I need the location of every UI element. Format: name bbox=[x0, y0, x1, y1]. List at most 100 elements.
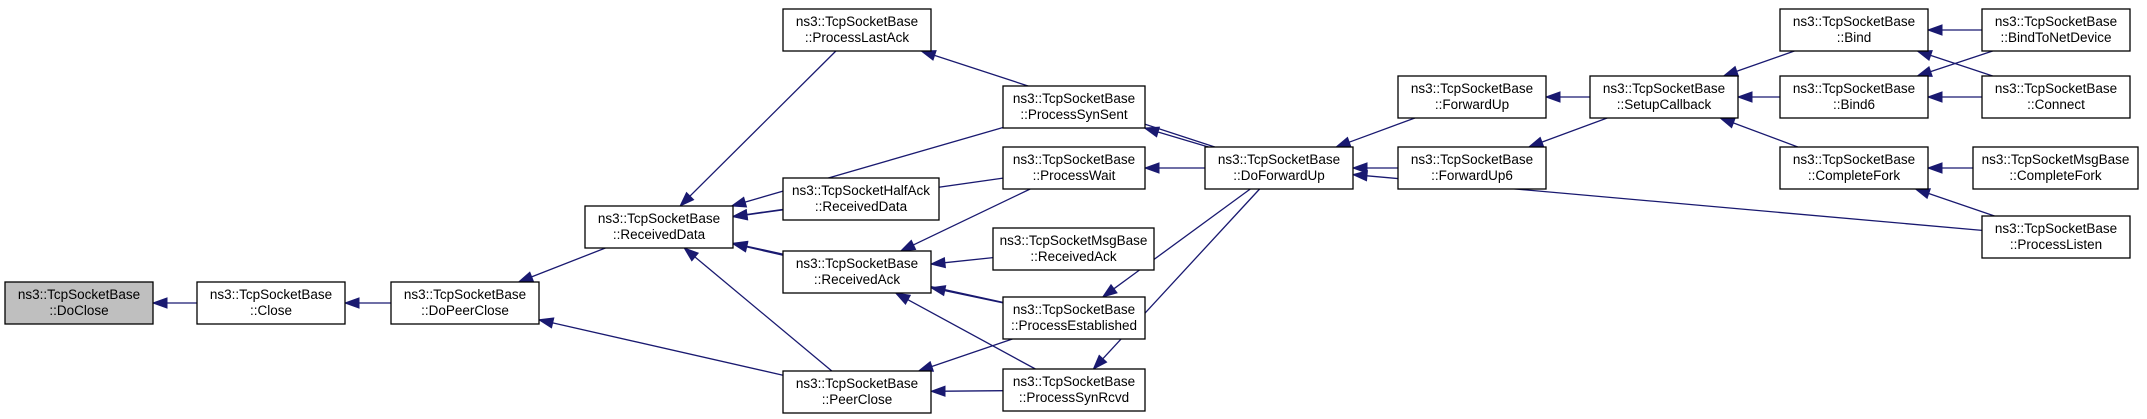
edge-DoForwardUp-to-ProcessWait bbox=[1143, 162, 1205, 174]
node-ProcessLastAck[interactable]: ns3::TcpSocketBase::ProcessLastAck bbox=[782, 8, 932, 52]
node-ReceivedAck[interactable]: ns3::TcpSocketBase::ReceivedAck bbox=[782, 250, 932, 294]
node-method-label: ::ForwardUp6 bbox=[1431, 168, 1513, 183]
edge-arrowhead bbox=[894, 292, 912, 305]
node-ProcessEstablished[interactable]: ns3::TcpSocketBase::ProcessEstablished bbox=[1002, 296, 1146, 340]
node-box bbox=[1002, 296, 1146, 340]
node-method-label: ::DoClose bbox=[49, 303, 108, 318]
node-ProcessSynSent[interactable]: ns3::TcpSocketBase::ProcessSynSent bbox=[1002, 85, 1146, 129]
node-box bbox=[1002, 368, 1146, 412]
edge-BindToNetDevice-to-Bind6 bbox=[1915, 50, 1993, 77]
edge-ProcessSynRcvd-to-ReceivedAck bbox=[894, 292, 1036, 370]
node-ProcessWait[interactable]: ns3::TcpSocketBase::ProcessWait bbox=[1002, 146, 1146, 190]
node-HalfAckReceivedData[interactable]: ns3::TcpSocketHalfAck::ReceivedData bbox=[782, 177, 940, 221]
edge-Close-to-DoClose bbox=[151, 297, 197, 309]
edge-Bind-to-SetupCallback bbox=[1722, 50, 1795, 77]
node-method-label: ::BindToNetDevice bbox=[2000, 30, 2111, 45]
node-method-label: ::ProcessSynRcvd bbox=[1019, 390, 1129, 405]
node-class-label: ns3::TcpSocketBase bbox=[1603, 81, 1725, 96]
node-class-label: ns3::TcpSocketBase bbox=[598, 211, 720, 226]
edge-ReceivedData-to-DoPeerClose bbox=[517, 247, 606, 283]
node-MsgBaseReceivedAck[interactable]: ns3::TcpSocketMsgBase::ReceivedAck bbox=[992, 227, 1155, 271]
edge-line bbox=[1928, 192, 1995, 217]
node-class-label: ns3::TcpSocketMsgBase bbox=[1000, 233, 1148, 248]
node-Close[interactable]: ns3::TcpSocketBase::Close bbox=[196, 281, 346, 325]
edge-arrowhead bbox=[929, 285, 947, 297]
edge-arrowhead bbox=[730, 196, 748, 208]
node-SetupCallback[interactable]: ns3::TcpSocketBase::SetupCallback bbox=[1589, 75, 1739, 119]
edge-DoForwardUp-to-ProcessSynRcvd bbox=[1092, 188, 1261, 371]
node-box bbox=[992, 227, 1155, 271]
node-method-label: ::ForwardUp bbox=[1435, 97, 1509, 112]
node-box bbox=[1397, 146, 1547, 190]
edge-arrowhead bbox=[1926, 24, 1943, 36]
node-method-label: ::Close bbox=[250, 303, 292, 318]
edge-ProcessEstablished-to-ReceivedAck bbox=[929, 285, 1004, 304]
edge-ForwardUp-to-DoForwardUp bbox=[1334, 117, 1416, 148]
edge-Bind6-to-SetupCallback bbox=[1736, 91, 1780, 103]
edge-ProcessEstablished-to-PeerClose bbox=[917, 338, 1013, 372]
node-class-label: ns3::TcpSocketBase bbox=[1995, 14, 2117, 29]
edge-line bbox=[1113, 188, 1251, 290]
edge-arrowhead bbox=[679, 191, 695, 208]
node-ReceivedData[interactable]: ns3::TcpSocketBase::ReceivedData bbox=[584, 205, 734, 249]
edge-arrowhead bbox=[683, 247, 700, 262]
node-box bbox=[782, 177, 940, 221]
edge-Connect-to-Bind bbox=[1915, 50, 1993, 77]
node-DoPeerClose[interactable]: ns3::TcpSocketBase::DoPeerClose bbox=[390, 281, 540, 325]
edge-ProcessListen-to-CompleteFork bbox=[1914, 188, 1995, 217]
edge-line bbox=[531, 247, 606, 278]
edge-arrowhead bbox=[517, 271, 535, 283]
edge-ForwardUp6-to-DoForwardUp bbox=[1351, 162, 1398, 174]
node-method-label: ::ReceivedAck bbox=[814, 272, 901, 287]
node-class-label: ns3::TcpSocketBase bbox=[404, 287, 526, 302]
node-ProcessListen[interactable]: ns3::TcpSocketBase::ProcessListen bbox=[1981, 215, 2131, 259]
edge-ProcessLastAck-to-ReceivedData bbox=[679, 50, 837, 208]
edge-SetupCallback-to-ForwardUp6 bbox=[1527, 117, 1608, 148]
edge-arrowhead bbox=[1092, 354, 1108, 371]
edge-arrowhead bbox=[731, 240, 749, 252]
node-box bbox=[1397, 75, 1547, 119]
edge-arrowhead bbox=[1143, 126, 1161, 138]
edge-arrowhead bbox=[917, 360, 935, 372]
node-ProcessSynRcvd[interactable]: ns3::TcpSocketBase::ProcessSynRcvd bbox=[1002, 368, 1146, 412]
edge-line bbox=[552, 322, 784, 376]
node-BindToNetDevice[interactable]: ns3::TcpSocketBase::BindToNetDevice bbox=[1981, 8, 2131, 52]
node-box bbox=[1972, 146, 2139, 190]
node-ForwardUp[interactable]: ns3::TcpSocketBase::ForwardUp bbox=[1397, 75, 1547, 119]
edge-line bbox=[694, 256, 833, 372]
edge-MsgBaseCompleteFork-to-CompleteFork bbox=[1926, 162, 1973, 174]
edge-arrowhead bbox=[537, 317, 555, 329]
edge-PeerClose-to-ReceivedData bbox=[683, 247, 833, 372]
edge-line bbox=[944, 256, 994, 264]
edge-arrowhead bbox=[929, 256, 946, 269]
node-DoForwardUp[interactable]: ns3::TcpSocketBase::DoForwardUp bbox=[1204, 146, 1354, 190]
node-box bbox=[1779, 8, 1929, 52]
edge-line bbox=[944, 390, 1004, 392]
edge-arrowhead bbox=[1143, 162, 1160, 174]
edge-SetupCallback-to-ForwardUp bbox=[1544, 91, 1590, 103]
edge-arrowhead bbox=[1926, 91, 1943, 103]
node-method-label: ::ReceivedAck bbox=[1030, 249, 1117, 264]
edge-arrowhead bbox=[1722, 65, 1740, 77]
edge-BindToNetDevice-to-Bind bbox=[1926, 24, 1982, 36]
edge-Connect-to-Bind6 bbox=[1926, 91, 1982, 103]
node-Connect[interactable]: ns3::TcpSocketBase::Connect bbox=[1981, 75, 2131, 119]
node-method-label: ::ReceivedData bbox=[613, 227, 706, 242]
edge-arrowhead bbox=[929, 385, 946, 397]
edge-arrowhead bbox=[1101, 283, 1118, 298]
edge-arrowhead bbox=[1736, 91, 1753, 103]
node-PeerClose[interactable]: ns3::TcpSocketBase::PeerClose bbox=[782, 370, 932, 414]
node-method-label: ::ProcessSynSent bbox=[1020, 107, 1128, 122]
node-method-label: ::CompleteFork bbox=[2009, 168, 2102, 183]
node-class-label: ns3::TcpSocketBase bbox=[1793, 152, 1915, 167]
node-ForwardUp6[interactable]: ns3::TcpSocketBase::ForwardUp6 bbox=[1397, 146, 1547, 190]
node-Bind6[interactable]: ns3::TcpSocketBase::Bind6 bbox=[1779, 75, 1929, 119]
node-CompleteFork[interactable]: ns3::TcpSocketBase::CompleteFork bbox=[1779, 146, 1929, 190]
node-class-label: ns3::TcpSocketMsgBase bbox=[1982, 152, 2130, 167]
node-MsgBaseCompleteFork[interactable]: ns3::TcpSocketMsgBase::CompleteFork bbox=[1972, 146, 2139, 190]
node-method-label: ::ProcessListen bbox=[2010, 237, 2102, 252]
node-method-label: ::Connect bbox=[2027, 97, 2085, 112]
node-box bbox=[584, 205, 734, 249]
node-Bind[interactable]: ns3::TcpSocketBase::Bind bbox=[1779, 8, 1929, 52]
edge-DoForwardUp-to-ProcessEstablished bbox=[1101, 188, 1251, 298]
